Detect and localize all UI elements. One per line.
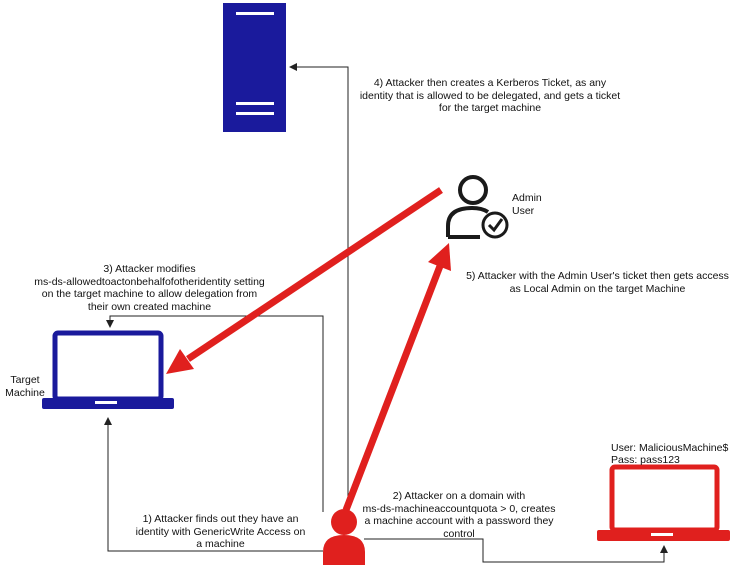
step5-label: 5) Attacker with the Admin User's ticket… (466, 270, 729, 295)
malicious-laptop-icon (597, 464, 730, 541)
arrow-admin-to-target-shaft (186, 187, 443, 362)
step3-label: 3) Attacker modifies ms-ds-allowedtoacto… (34, 263, 265, 313)
line-attacker-to-server (289, 63, 349, 512)
line-attacker-to-target-step1 (104, 417, 323, 552)
step4-label: 4) Attacker then creates a Kerberos Tick… (359, 77, 621, 114)
arrow-attacker-to-admin-head (428, 243, 451, 271)
server-icon (223, 3, 286, 132)
target-laptop-icon (42, 330, 174, 409)
step2-label: 2) Attacker on a domain with ms-ds-machi… (362, 490, 556, 540)
line-attacker-to-malicious (364, 538, 668, 563)
malicious-user-label: User: MaliciousMachine$ (611, 442, 729, 454)
red-arrows (166, 187, 451, 512)
arrow-attacker-to-admin-shaft (342, 264, 444, 512)
step1-label: 1) Attacker finds out they have an ident… (135, 513, 306, 550)
attacker-user-icon (323, 509, 365, 565)
line-attacker-to-target-step3 (106, 315, 324, 512)
connector-lines (104, 63, 668, 563)
arrow-admin-to-target-head (166, 349, 194, 374)
admin-user-check-icon (446, 175, 509, 239)
admin-user-label: Admin User (512, 192, 542, 217)
malicious-pass-label: Pass: pass123 (611, 454, 680, 466)
target-machine-label: Target Machine (5, 374, 45, 399)
